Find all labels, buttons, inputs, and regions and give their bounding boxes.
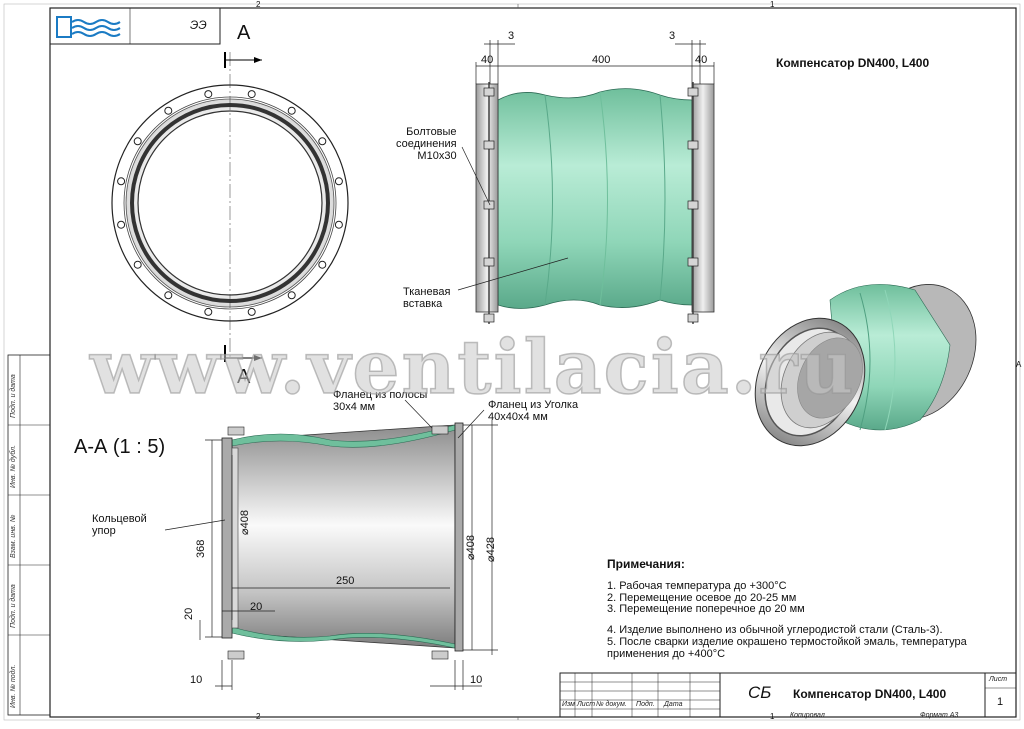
title-block-col-5: Дата (664, 701, 683, 708)
title-block-code: СБ (748, 683, 772, 702)
compensator-3d-view (754, 284, 977, 447)
title-block-col-2: Лист (577, 701, 596, 708)
title-block-col-1: Изм (562, 701, 575, 708)
dim-offset: 20 (183, 607, 195, 620)
bolt-hole (318, 260, 327, 269)
bolt-holes (117, 90, 343, 316)
bolt-hole (247, 90, 256, 99)
zone-label-right: A (1016, 360, 1022, 369)
bolt-hole (204, 307, 213, 316)
bolt-hole (164, 291, 173, 300)
logo-code: ЭЭ (190, 18, 207, 32)
notes-heading: Примечания: (607, 557, 685, 571)
bolt-hole (334, 220, 343, 229)
bolt-hole (204, 90, 213, 99)
note-item-1: 1. Рабочая температура до +300°С (607, 580, 787, 592)
bolt-hole (133, 137, 142, 146)
title-block-col-4: Подп. (636, 701, 655, 708)
dim-height: 368 (195, 539, 207, 558)
side-bolt (687, 257, 699, 267)
bolt-hole (287, 291, 296, 300)
title-block-sheet-label: Лист (989, 676, 1008, 683)
bolt-hole (287, 106, 296, 115)
side-stamp-2: Инв. № дубл. (10, 444, 17, 488)
note-item-5: 5. После сварки изделие окрашено термост… (607, 636, 967, 660)
logo-icon (56, 16, 121, 38)
dim-left-small: 3 (508, 30, 515, 42)
bolt-hole (318, 137, 327, 146)
side-bolt (483, 257, 495, 267)
zone-label-bottom-left: 2 (256, 712, 261, 721)
title-block-sheet-number: 1 (997, 696, 1004, 708)
side-stamp-5: Инв. № подл. (10, 664, 17, 708)
callout-flange-angle: Фланец из Уголка 40х40х4 мм (488, 399, 579, 423)
side-bolt (687, 200, 699, 210)
section-a-a (221, 422, 464, 660)
side-stamp-3: Взам. инв. № (10, 514, 17, 558)
dim-right-flange: 40 (695, 54, 708, 66)
title-block-copied: Копировал (790, 712, 825, 719)
title-block-name: Компенсатор DN400, L400 (793, 687, 947, 701)
note-item-4: 4. Изделие выполнено из обычной углероди… (607, 624, 943, 636)
side-bolt (483, 140, 495, 150)
bolt-hole (164, 106, 173, 115)
cut-label-top: A (237, 22, 251, 44)
bolt-hole (334, 177, 343, 186)
section-bolts (227, 425, 449, 660)
note-item-3: 3. Перемещение поперечное до 20 мм (607, 603, 805, 615)
cut-label-bottom: A (237, 366, 251, 388)
dim-left-flange: 40 (481, 54, 494, 66)
side-stamp-1: Подп. и дата (10, 374, 17, 418)
dim-right-10: 10 (470, 674, 483, 686)
side-bolt (687, 140, 699, 150)
watermark: www.ventilacia.ru (89, 324, 856, 412)
section-label: А-А (1 : 5) (74, 436, 166, 458)
dim-d-outer-inner: ⌀408 (465, 535, 477, 560)
dim-d-inner: ⌀408 (239, 510, 251, 535)
zone-label-top-right: 1 (770, 0, 775, 9)
title-block-col-3: № докум. (596, 701, 627, 708)
drawing-title: Компенсатор DN400, L400 (776, 56, 930, 70)
dim-d-outer: ⌀428 (485, 537, 497, 562)
bolt-hole (133, 260, 142, 269)
dim-right-small: 3 (669, 30, 676, 42)
zone-label-top-left: 2 (256, 0, 261, 9)
dim-stop: 20 (250, 601, 263, 613)
bolt-hole (117, 220, 126, 229)
side-bolt (687, 87, 699, 97)
note-item-2: 2. Перемещение осевое до 20-25 мм (607, 592, 797, 604)
dim-left-10: 10 (190, 674, 203, 686)
callout-ring-stop: Кольцевой упор (92, 513, 147, 537)
callout-bolts: Болтовые соединения М10х30 (396, 126, 457, 162)
side-bolt (687, 313, 699, 323)
side-bolt (483, 87, 495, 97)
bolt-hole (117, 177, 126, 186)
compensator-side-view (475, 82, 715, 324)
zone-label-bottom-right: 1 (770, 712, 775, 721)
callout-insert: Тканевая вставка (403, 286, 451, 310)
callout-flange-strip: Фланец из полосы 30х4 мм (333, 389, 428, 413)
side-bolt (483, 200, 495, 210)
side-bolt (483, 313, 495, 323)
dim-length: 400 (592, 54, 611, 66)
bolt-hole (247, 307, 256, 316)
side-bolts (483, 87, 699, 323)
dim-section-length: 250 (336, 575, 355, 587)
title-block-format: Формат А3 (920, 712, 959, 719)
side-stamp-4: Подп. и дата (10, 584, 17, 628)
